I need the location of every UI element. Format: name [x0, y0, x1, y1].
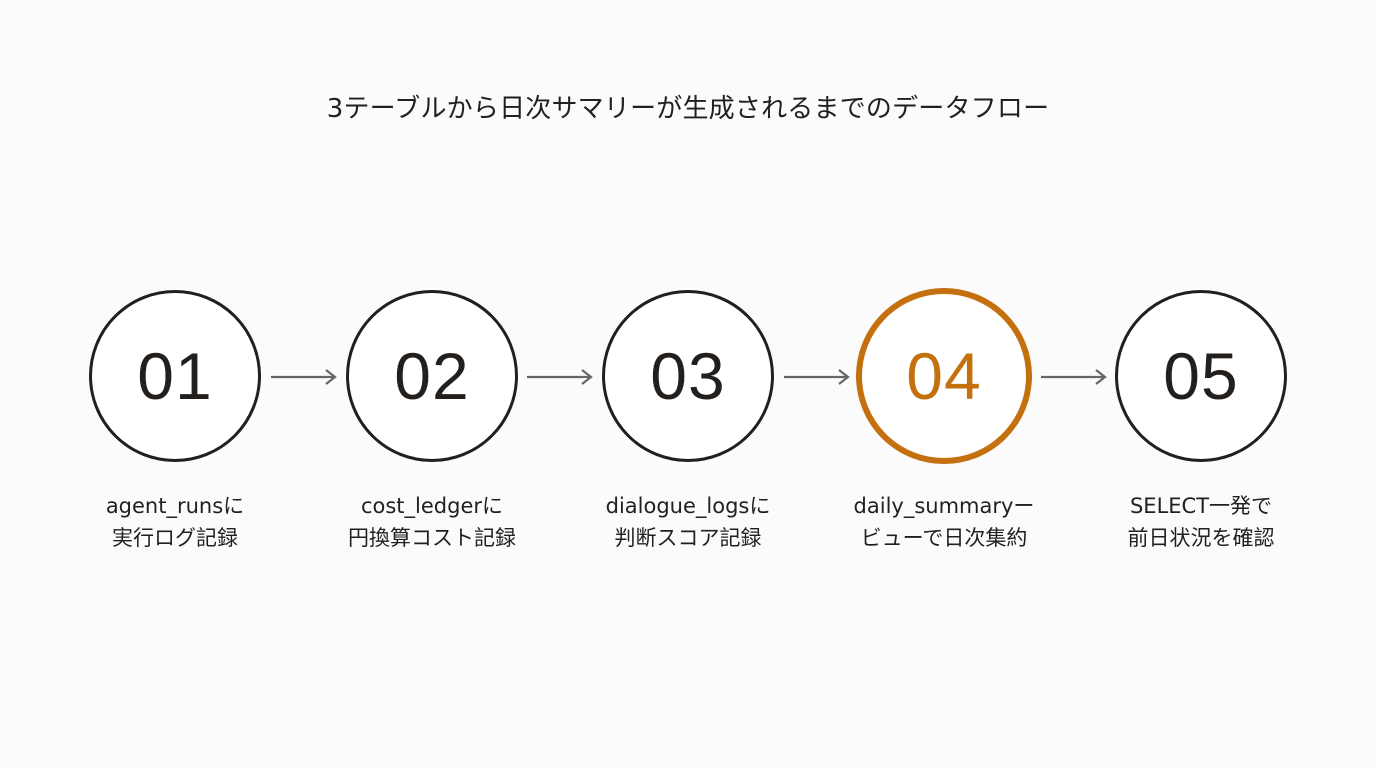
step-number: 05	[1163, 339, 1239, 413]
step-label-line2: 実行ログ記録	[112, 526, 238, 550]
arrow-right-icon	[271, 369, 337, 385]
step-label-line1: daily_summaryー	[853, 494, 1035, 518]
step-number: 02	[394, 339, 470, 413]
step-circle-highlighted: 04	[856, 288, 1032, 464]
step-label-line2: ビューで日次集約	[860, 526, 1028, 550]
step-label-line1: SELECT一発で	[1129, 494, 1273, 518]
step-05-label: SELECT一発で 前日状況を確認	[1071, 490, 1331, 554]
step-number: 03	[650, 339, 726, 413]
step-03-label: dialogue_logsに 判断スコア記録	[558, 490, 818, 554]
step-label-line1: cost_ledgerに	[360, 494, 504, 518]
step-label-line1: agent_runsに	[105, 494, 245, 518]
step-04-label: daily_summaryー ビューで日次集約	[814, 490, 1074, 554]
step-05: 05	[1115, 290, 1287, 462]
step-circle: 03	[602, 290, 774, 462]
step-label-line1: dialogue_logsに	[605, 494, 771, 518]
arrow-right-icon	[527, 369, 593, 385]
step-number: 04	[906, 339, 982, 413]
arrow-right-icon	[1041, 369, 1107, 385]
step-01: 01	[89, 290, 261, 462]
arrow-right-icon	[784, 369, 850, 385]
step-02-label: cost_ledgerに 円換算コスト記録	[302, 490, 562, 554]
step-label-line2: 前日状況を確認	[1127, 526, 1275, 550]
step-04: 04	[856, 288, 1032, 464]
diagram-title: 3テーブルから日次サマリーが生成されるまでのデータフロー	[326, 94, 1050, 124]
step-circle: 01	[89, 290, 261, 462]
step-02: 02	[346, 290, 518, 462]
step-01-label: agent_runsに 実行ログ記録	[45, 490, 305, 554]
step-number: 01	[137, 339, 213, 413]
step-03: 03	[602, 290, 774, 462]
step-circle: 05	[1115, 290, 1287, 462]
step-label-line2: 円換算コスト記録	[348, 526, 516, 550]
step-circle: 02	[346, 290, 518, 462]
step-label-line2: 判断スコア記録	[614, 526, 762, 550]
